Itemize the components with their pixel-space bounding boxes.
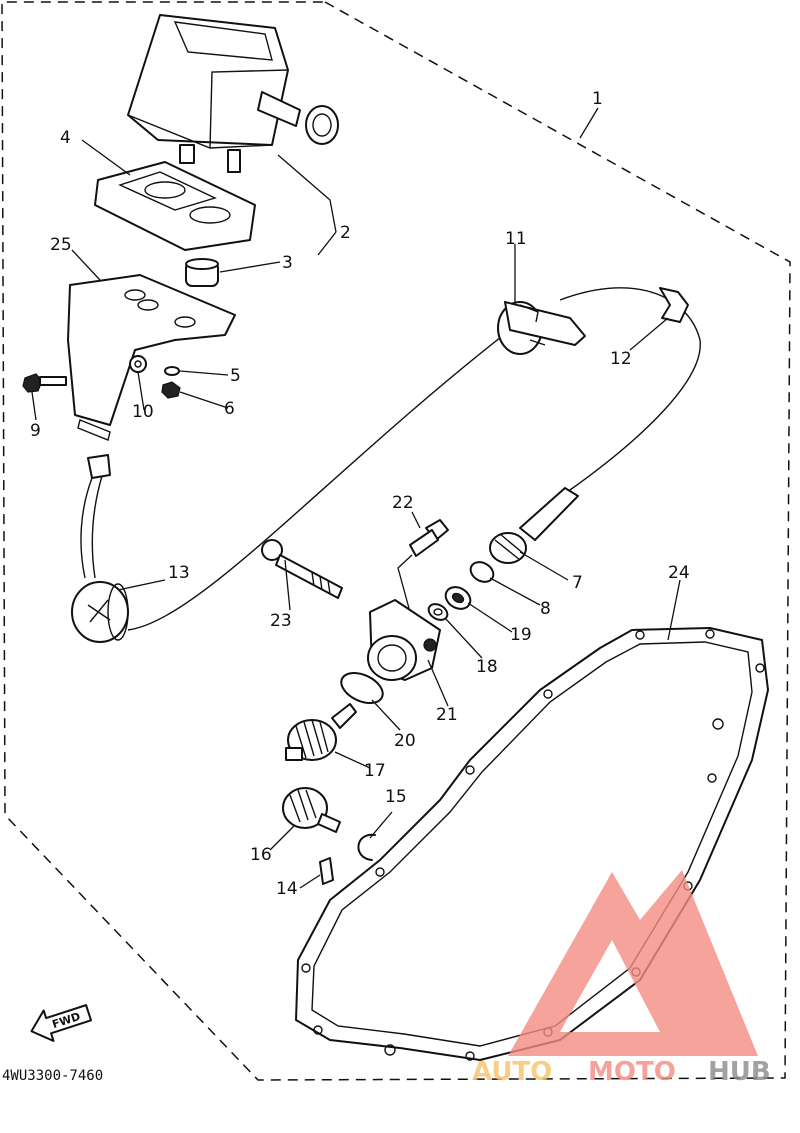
callout-14: 14 [276,879,298,899]
part-6-nut [161,381,181,399]
callout-17: 17 [364,761,386,781]
callout-4: 4 [60,128,71,148]
part-21-gear-housing [367,599,441,681]
callout-5: 5 [230,366,241,386]
callout-8: 8 [540,599,551,619]
callout-10: 10 [132,402,154,422]
watermark-triangle-icon [508,870,758,1056]
part-18-washer [427,603,449,621]
leader-lines [31,107,681,889]
part-22-screw [397,519,449,613]
part-23-bolt [261,539,343,599]
part-10-nut [129,355,147,373]
callout-11: 11 [505,229,527,249]
part-4-plate [94,161,256,251]
callout-6: 6 [224,399,235,419]
part-12-clip [659,287,689,323]
part-19-bushing [444,586,472,610]
callout-20: 20 [394,731,416,751]
watermark-text-hub: HUB [708,1057,771,1087]
speedometer-assembly [127,14,339,173]
part-20-o-ring [340,671,384,705]
drawing-code: 4WU3300-7460 [2,1068,103,1084]
callout-24: 24 [668,563,690,583]
part-3-grommet [185,258,219,287]
fwd-arrow: FWD [30,1004,93,1042]
part-14-pin [319,857,334,885]
callout-3: 3 [282,253,293,273]
part-11-clamp [497,301,586,355]
callout-13: 13 [168,563,190,583]
automotohub-watermark: AUTO MOTO HUB [472,870,771,1087]
part-16-driven-gear [282,787,341,833]
watermark-text-auto: AUTO [472,1057,552,1087]
part-17-drive-gear [285,703,357,761]
callout-22: 22 [392,493,414,513]
assembly-boundary [1,1,791,1081]
part-15-circlip [357,833,376,861]
callout-18: 18 [476,657,498,677]
part-25-bracket [67,274,236,441]
callout-9: 9 [30,421,41,441]
part-callouts: 1 2 3 4 5 6 7 8 9 10 11 12 13 14 15 16 1… [30,89,690,899]
watermark-text-moto: MOTO [588,1057,676,1087]
callout-21: 21 [436,705,458,725]
part-13-speedometer-cable [71,287,701,643]
callout-25: 25 [50,235,72,255]
callout-7: 7 [572,573,583,593]
callout-2: 2 [340,223,351,243]
callout-15: 15 [385,787,407,807]
part-7-cable-end [489,487,579,564]
callout-1: 1 [592,89,603,109]
part-5-washer [164,366,180,376]
callout-12: 12 [610,349,632,369]
callout-19: 19 [510,625,532,645]
part-8-o-ring [469,561,495,583]
part-9-bolt [22,373,67,393]
callout-16: 16 [250,845,272,865]
callout-23: 23 [270,611,292,631]
